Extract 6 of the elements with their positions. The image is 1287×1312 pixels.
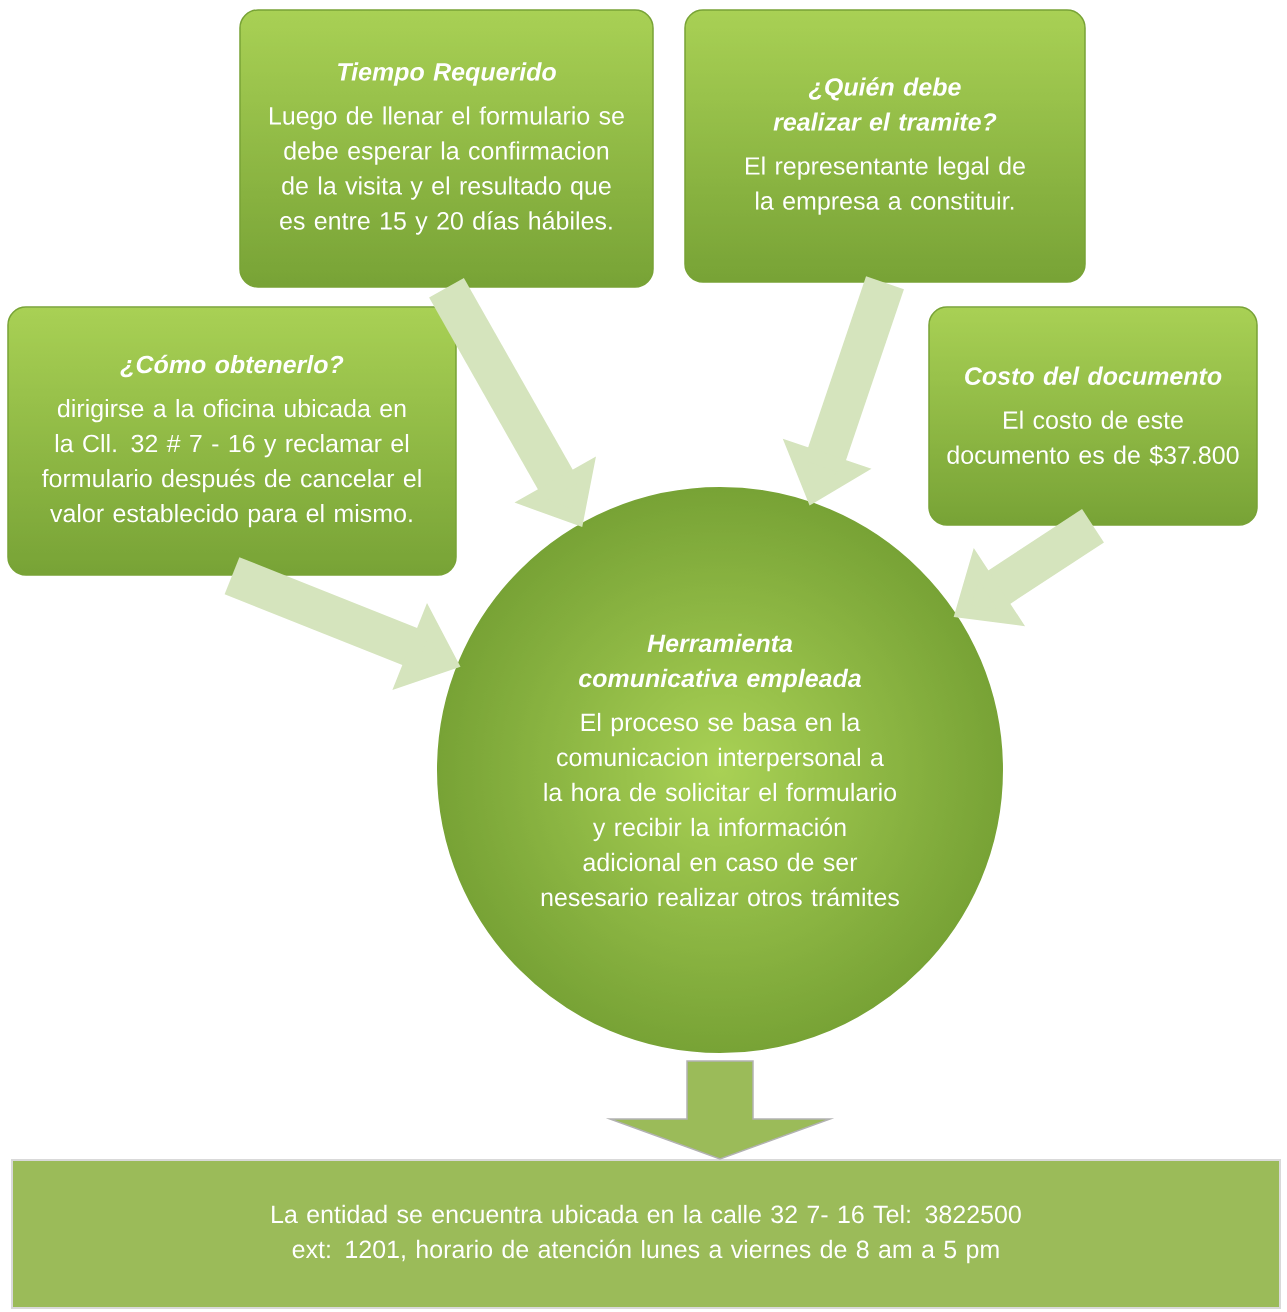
info-band: La entidad se encuentra ubicada en la calle 32 7- 16 Tel: 3822500 ext: 1201, horario de atención lunes a viernes de 8 am a 5 pm [11,1159,1281,1309]
block-arrow [605,1060,835,1160]
callout-box: Tiempo Requerido Luego de llenar el formulario se debe esperar la confirmacion de la visita y el resultado que es entre 15 y 20 días hábiles. [239,9,654,288]
callout-box: Costo del documento El costo de este documento es de $37.800 [928,306,1258,526]
callout-box: ¿Cómo obtenerlo? dirigirse a la oficina ubicada en la Cll. 32 # 7 - 16 y reclamar el formulario después de cancelar el valor establecido para el mismo. [7,306,457,576]
callout-box: ¿Quién debe realizar el tramite? El representante legal de la empresa a constituir. [684,9,1086,283]
